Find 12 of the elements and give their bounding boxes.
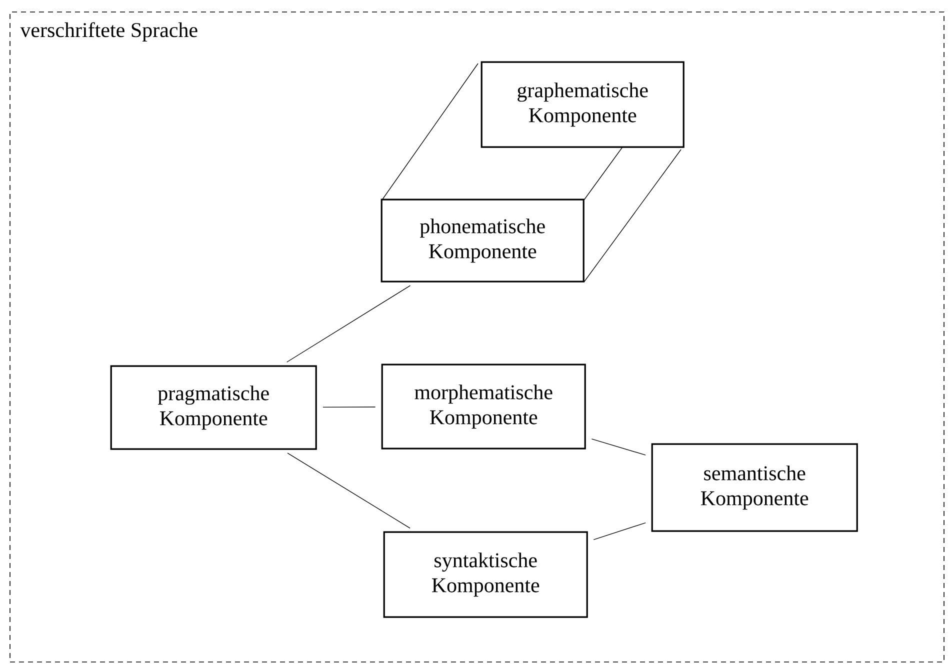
connector-line (322, 406, 376, 408)
component-box: morphematische Komponente (381, 364, 586, 450)
component-box: syntaktische Komponente (383, 531, 588, 618)
connector-line (286, 285, 411, 362)
component-box: semantische Komponente (651, 443, 858, 532)
connector-line (287, 452, 410, 529)
frame-heading: verschriftete Sprache (20, 22, 198, 42)
connector-line (593, 522, 646, 540)
component-box: phonematische Komponente (380, 198, 584, 282)
connector-line (591, 438, 646, 456)
component-box: graphematische Komponente (480, 61, 684, 148)
component-box: pragmatische Komponente (110, 365, 317, 450)
